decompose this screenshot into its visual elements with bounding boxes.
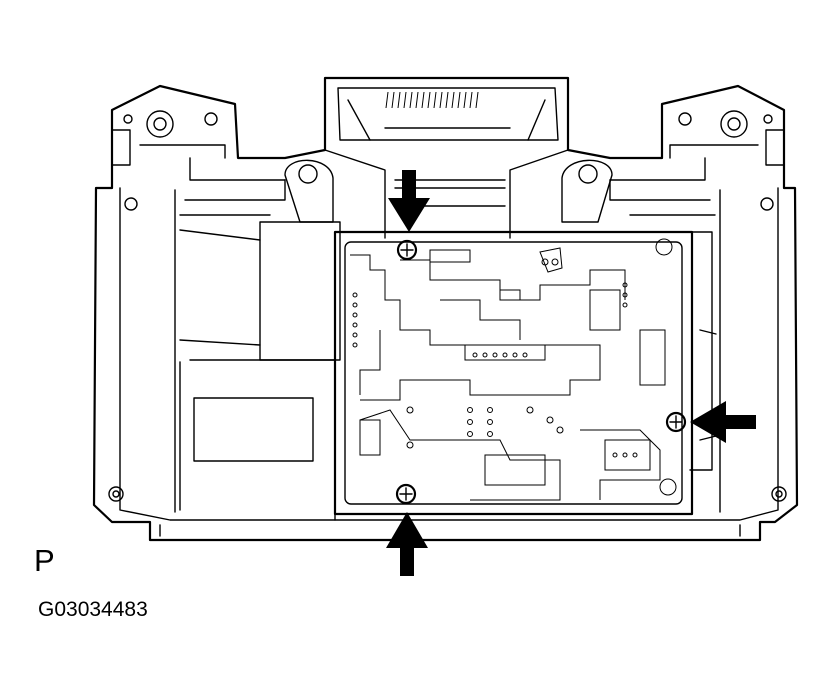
- screw-right: [665, 411, 687, 433]
- left-mount-ear: [123, 110, 286, 181]
- screw-top: [396, 239, 418, 261]
- printed-circuit-board: [333, 230, 694, 516]
- vent-slots: [385, 91, 479, 109]
- top-hood: [324, 87, 569, 239]
- arrow-bottom-screw: [386, 512, 428, 576]
- arrow-right-screw: [690, 401, 756, 443]
- meter-housing: [92, 76, 799, 542]
- right-mount-ear: [609, 110, 773, 181]
- figure-code: G03034483: [38, 598, 148, 621]
- side-screw-holes: [108, 197, 787, 502]
- solder-pads: [352, 238, 677, 496]
- arrow-top-screw: [388, 170, 430, 232]
- left-boss: [284, 159, 334, 223]
- left-cover: [179, 221, 341, 521]
- right-boss: [561, 159, 613, 223]
- screw-bottom: [395, 483, 417, 505]
- view-label: P: [34, 543, 55, 578]
- right-side-structure: [689, 231, 717, 471]
